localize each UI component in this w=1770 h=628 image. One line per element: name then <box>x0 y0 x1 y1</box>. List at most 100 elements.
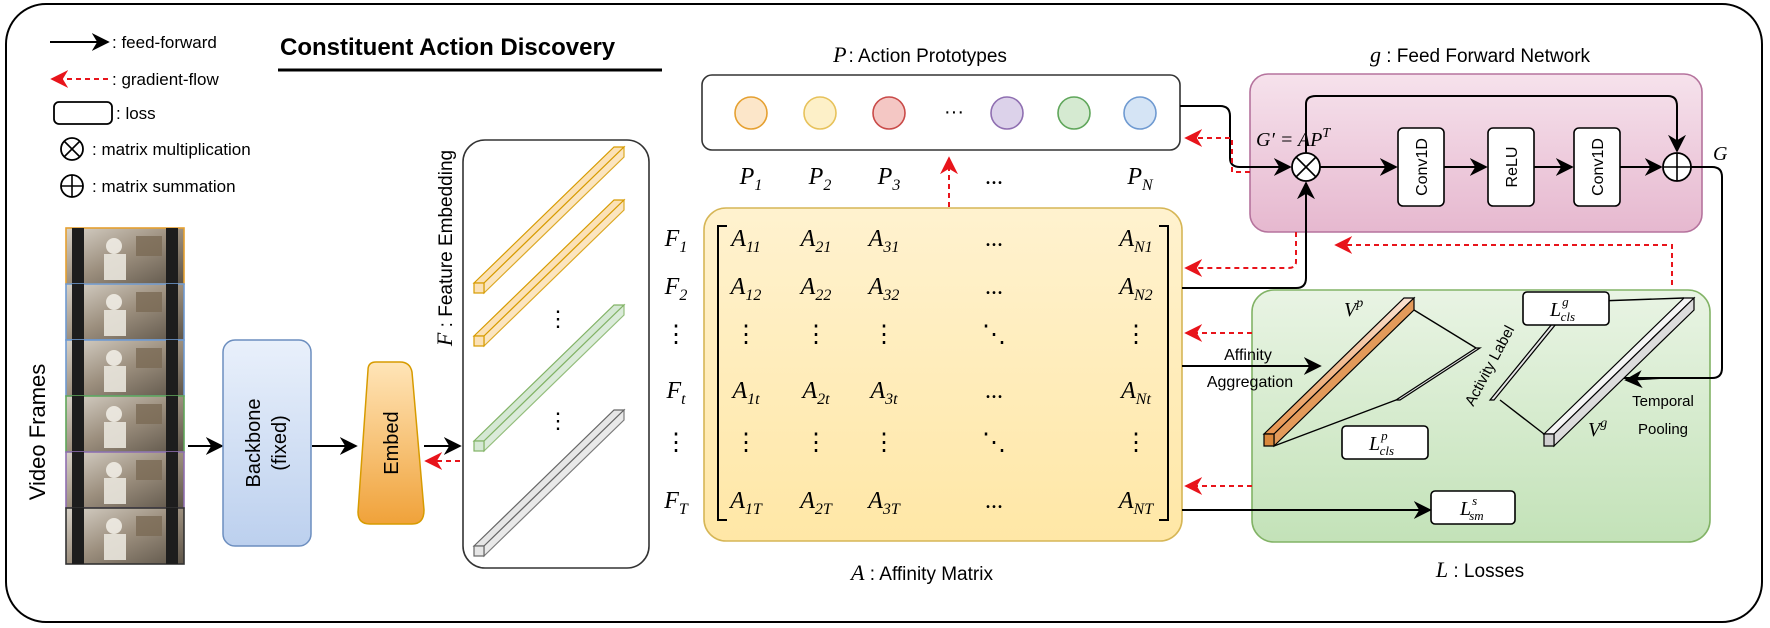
feature-bars <box>472 145 626 558</box>
matrix-cell: AN2 <box>1117 274 1152 304</box>
legend-feed-forward: : feed-forward <box>112 33 217 52</box>
affinity-matrix-box <box>703 207 1183 542</box>
loss-cls-g-box <box>1522 291 1610 326</box>
matrix-cell: ⋮ <box>804 322 828 348</box>
feature-bar <box>472 408 626 558</box>
feature-embedding-label: F : Feature Embedding <box>432 150 457 347</box>
diagram-title: Constituent Action Discovery <box>280 34 616 61</box>
ffn-block: Conv1D <box>1397 127 1445 207</box>
legend-loss: : loss <box>116 104 156 123</box>
matrix-cell: ⋮ <box>734 430 758 456</box>
prototype-label: PN <box>1126 164 1154 194</box>
prototype-circle <box>990 96 1024 130</box>
prototypes-label: P: Action Prototypes <box>832 42 1007 67</box>
matrix-row-label: Ft <box>665 378 686 408</box>
ffn-block: ReLU <box>1487 127 1535 207</box>
matrix-cell: ANt <box>1119 378 1151 408</box>
matrix-cell: ... <box>985 226 1003 252</box>
prototypes-box <box>701 74 1181 151</box>
matrix-cell: ⋱ <box>982 430 1006 456</box>
ffn-output-label: G <box>1713 143 1728 165</box>
feature-bar <box>472 303 626 453</box>
vg-label: Vg <box>1588 416 1607 441</box>
video-frame <box>65 395 185 453</box>
matrix-cell: ... <box>985 378 1003 404</box>
video-frame <box>65 227 185 285</box>
matrix-row-label: FT <box>663 488 689 518</box>
matrix-cell: ⋮ <box>804 430 828 456</box>
ffn-block-label: ReLU <box>1504 147 1521 188</box>
legend-gradient-flow: : gradient-flow <box>112 70 219 89</box>
ffn-block: Conv1D <box>1573 127 1621 207</box>
feature-bar <box>472 145 626 295</box>
vp-label: Vp <box>1344 296 1363 321</box>
video-frame <box>65 507 185 565</box>
gradient-flow-connections <box>1184 129 1673 495</box>
feature-embedding-box <box>462 139 650 569</box>
matrix-cell: A3t <box>868 378 898 408</box>
matrix-cell: ANT <box>1117 488 1154 518</box>
matrix-cell: ⋮ <box>1124 430 1148 456</box>
backbone-label: Backbone <box>243 399 265 488</box>
matrix-cell: ⋱ <box>982 322 1006 348</box>
matrix-cell: A31 <box>867 226 900 256</box>
video-frame <box>65 339 185 397</box>
matrix-cell: ⋮ <box>872 430 896 456</box>
prototype-circle <box>803 96 837 130</box>
prototype-circle <box>1123 96 1157 130</box>
legend-loss-icon <box>53 101 113 125</box>
matrix-cell: A2T <box>798 488 833 518</box>
video-frames <box>65 227 185 565</box>
ffn-blocks: Conv1D ReLU Conv1D <box>1397 127 1621 207</box>
feature-bar <box>472 198 626 348</box>
affinity-matrix-label: A : Affinity Matrix <box>849 560 993 585</box>
legend-matsum: : matrix summation <box>92 177 236 196</box>
vp-collapse-triangle <box>1273 309 1483 447</box>
matrix-cell: ⋮ <box>734 322 758 348</box>
legend-matmul: : matrix multiplication <box>92 140 251 159</box>
matsum-icon <box>60 174 84 198</box>
affinity-aggregation-label-2: Aggregation <box>1207 374 1293 391</box>
prototype-label: P3 <box>877 164 901 194</box>
matmul-node <box>1291 152 1321 182</box>
embed-block <box>357 361 425 525</box>
ffn-block-label: Conv1D <box>1590 138 1607 196</box>
matrix-cell: A1T <box>728 488 763 518</box>
legend: : feed-forward : gradient-flow : loss : … <box>50 33 251 198</box>
ffn-formula: G′ = APT <box>1256 126 1331 151</box>
matrix-cell: A1t <box>730 378 760 408</box>
matrix-cell: A12 <box>729 274 762 304</box>
matrix-cell: A11 <box>729 226 760 256</box>
matrix-cell: ⋮ <box>1124 322 1148 348</box>
prototype-label: P2 <box>808 164 832 194</box>
temporal-pooling-label-2: Pooling <box>1638 421 1688 438</box>
matrix-cell: A22 <box>799 274 832 304</box>
matrix-row-label: F2 <box>664 274 688 304</box>
temporal-pooling-label-1: Temporal <box>1632 393 1694 410</box>
matrix-cell: ... <box>985 274 1003 300</box>
prototypes-ellipsis: ··· <box>944 101 964 123</box>
matrix-cell: A2t <box>800 378 830 408</box>
matrix-left-bracket <box>717 225 727 521</box>
video-frame <box>65 451 185 509</box>
matmul-icon <box>60 137 84 161</box>
ffn-label: g : Feed Forward Network <box>1370 42 1591 67</box>
prototype-circles <box>734 96 1157 130</box>
matsum-node <box>1662 152 1692 182</box>
loss-cls-p-box <box>1341 425 1429 460</box>
matrix-row-label: ⋮ <box>664 430 688 456</box>
prototype-circle <box>872 96 906 130</box>
video-frame <box>65 283 185 341</box>
matrix-cell: ⋮ <box>872 322 896 348</box>
matrix-cell: A21 <box>799 226 832 256</box>
feature-dots-1: ⋮ <box>547 306 569 331</box>
feature-dots-2: ⋮ <box>547 408 569 433</box>
matrix-cell: ... <box>985 488 1003 514</box>
ffn-box <box>1249 73 1703 233</box>
